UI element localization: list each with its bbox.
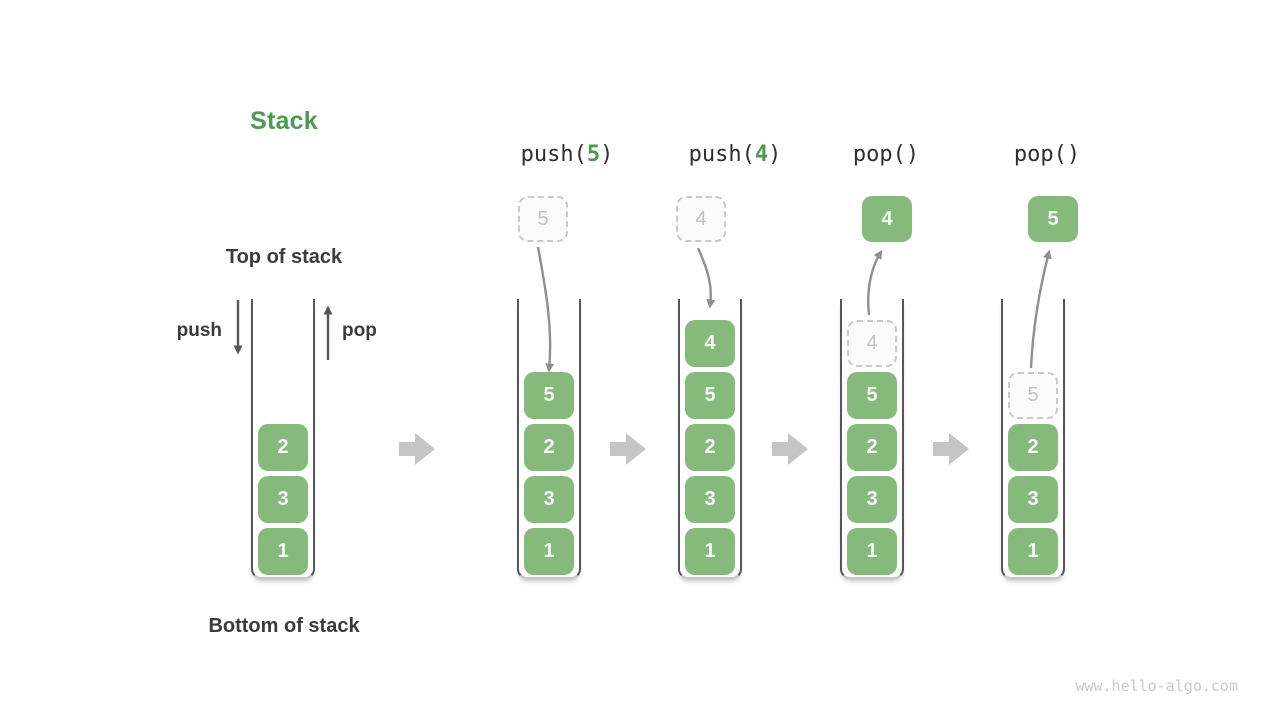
- step-label-text: pop(): [852, 142, 920, 167]
- stack-element: 2: [847, 424, 897, 471]
- stack-element: 2: [1008, 424, 1058, 471]
- step-transition-arrow-icon: [399, 433, 435, 465]
- step-transition-arrow-icon: [772, 433, 808, 465]
- stack-element: 3: [1008, 476, 1058, 523]
- step-transition-arrow-icon: [610, 433, 646, 465]
- stack-element: 5: [685, 372, 735, 419]
- floating-popped-element: 5: [1028, 196, 1078, 242]
- stack-element: 2: [685, 424, 735, 471]
- floating-ghost-element: 4: [676, 196, 726, 242]
- stack-ghost-element: 5: [1008, 372, 1058, 419]
- stack-element: 1: [685, 528, 735, 575]
- diagram-title: Stack: [250, 107, 318, 135]
- stack-element: 2: [524, 424, 574, 471]
- step-label-arg: 4: [754, 142, 769, 167]
- step-label-pop-1: pop(): [786, 142, 986, 167]
- step-transition-arrow-icon: [933, 433, 969, 465]
- bottom-of-stack-label: Bottom of stack: [208, 615, 360, 637]
- pop-label: pop: [342, 320, 377, 341]
- stack-element: 1: [258, 528, 308, 575]
- stack-element: 1: [1008, 528, 1058, 575]
- stack-element: 4: [685, 320, 735, 367]
- floating-ghost-element: 5: [518, 196, 568, 242]
- step-label-arg: 5: [586, 142, 601, 167]
- stack-container: [251, 299, 315, 579]
- push-label: push: [176, 320, 222, 341]
- step-label-pop-2: pop(): [947, 142, 1147, 167]
- stack-container: [840, 299, 904, 579]
- stack-container: [517, 299, 581, 579]
- watermark: www.hello-algo.com: [1075, 677, 1238, 695]
- stack-element: 5: [524, 372, 574, 419]
- stack-element: 5: [847, 372, 897, 419]
- stack-element: 3: [258, 476, 308, 523]
- step-label-text: ): [600, 142, 614, 167]
- stack-element: 3: [685, 476, 735, 523]
- stack-element: 1: [524, 528, 574, 575]
- step-label-text: push(: [520, 142, 587, 167]
- stack-element: 3: [524, 476, 574, 523]
- floating-popped-element: 4: [862, 196, 912, 242]
- step-label-push-5: push(5): [467, 142, 667, 167]
- step-label-text: push(: [688, 142, 755, 167]
- stack-element: 2: [258, 424, 308, 471]
- top-of-stack-label: Top of stack: [225, 246, 343, 268]
- step-label-text: pop(): [1013, 142, 1081, 167]
- stack-container: [678, 299, 742, 579]
- step-label-text: ): [768, 142, 782, 167]
- step-label-push-4: push(4): [635, 142, 835, 167]
- stack-ghost-element: 4: [847, 320, 897, 367]
- stack-container: [1001, 299, 1065, 579]
- stack-element: 3: [847, 476, 897, 523]
- stack-element: 1: [847, 528, 897, 575]
- push-curve-arrow-icon: [696, 247, 716, 309]
